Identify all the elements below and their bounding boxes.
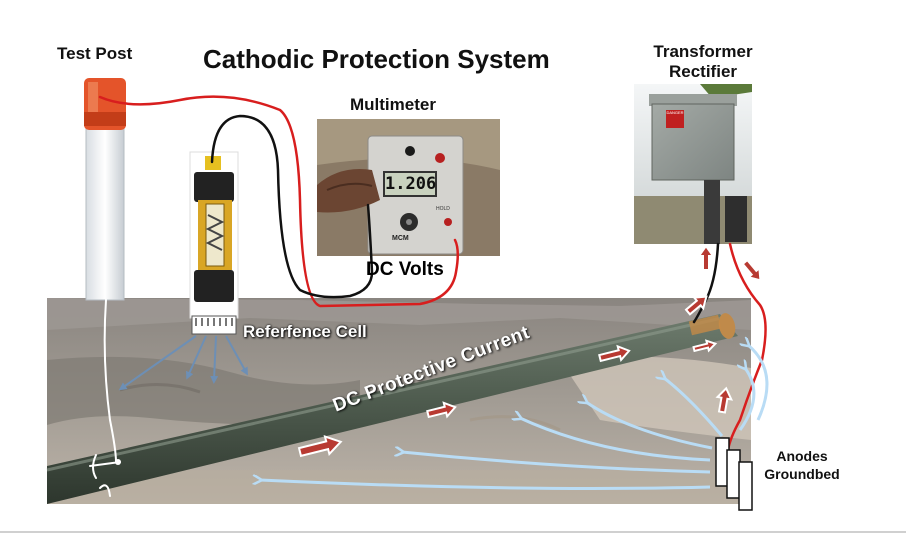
flow-arrow <box>598 344 631 363</box>
white-wire-test-post-to-pipe <box>89 299 121 497</box>
label-anodes-line1: Anodes <box>776 448 828 464</box>
multimeter-brand: MCM <box>392 235 409 242</box>
anode <box>738 461 753 511</box>
current-arrow <box>260 480 711 490</box>
label-dc-volts: DC Volts <box>366 259 444 280</box>
multimeter-display: 1.206 <box>383 171 437 197</box>
danger-sign: DANGER <box>666 110 684 128</box>
label-anodes-groundbed: Anodes Groundbed <box>757 447 847 483</box>
label-reference-cell: Referfence Cell <box>243 322 367 341</box>
current-arrow <box>402 452 711 474</box>
diagram-title: Cathodic Protection System <box>203 44 550 74</box>
reference-cell <box>189 151 239 335</box>
current-arrow <box>664 378 724 437</box>
current-arrow <box>586 402 713 450</box>
current-arrow <box>520 418 711 462</box>
flow-arrow <box>692 339 718 353</box>
flow-arrow <box>684 295 708 316</box>
flow-arrow <box>715 386 734 414</box>
flow-arrow <box>297 434 343 458</box>
bottom-divider <box>0 531 906 533</box>
current-arrow <box>740 368 756 431</box>
current-arrow <box>748 345 769 421</box>
flow-arrow <box>741 258 762 282</box>
current-flow-arrows <box>260 345 769 490</box>
red-wire-test-post <box>98 95 459 308</box>
label-multimeter: Multimeter <box>350 95 436 114</box>
pipeline <box>46 313 738 504</box>
test-post <box>84 78 126 301</box>
black-wire-ref-cell <box>210 114 374 299</box>
anode <box>726 449 741 499</box>
anodes-groundbed <box>715 437 753 511</box>
label-anodes-line2: Groundbed <box>764 466 840 482</box>
label-transformer-line1: Transformer <box>653 42 753 61</box>
label-transformer-line2: Rectifier <box>668 62 738 81</box>
label-transformer-rectifier: Transformer Rectifier <box>638 42 768 82</box>
pipe-flow-arrows <box>297 244 762 458</box>
flow-arrow <box>426 401 457 419</box>
multimeter-hold-label: HOLD <box>436 206 450 212</box>
label-test-post: Test Post <box>57 44 133 63</box>
transformer-rectifier-photo <box>634 84 752 244</box>
reference-cell-field-lines <box>118 335 248 391</box>
flow-arrow <box>697 244 715 271</box>
